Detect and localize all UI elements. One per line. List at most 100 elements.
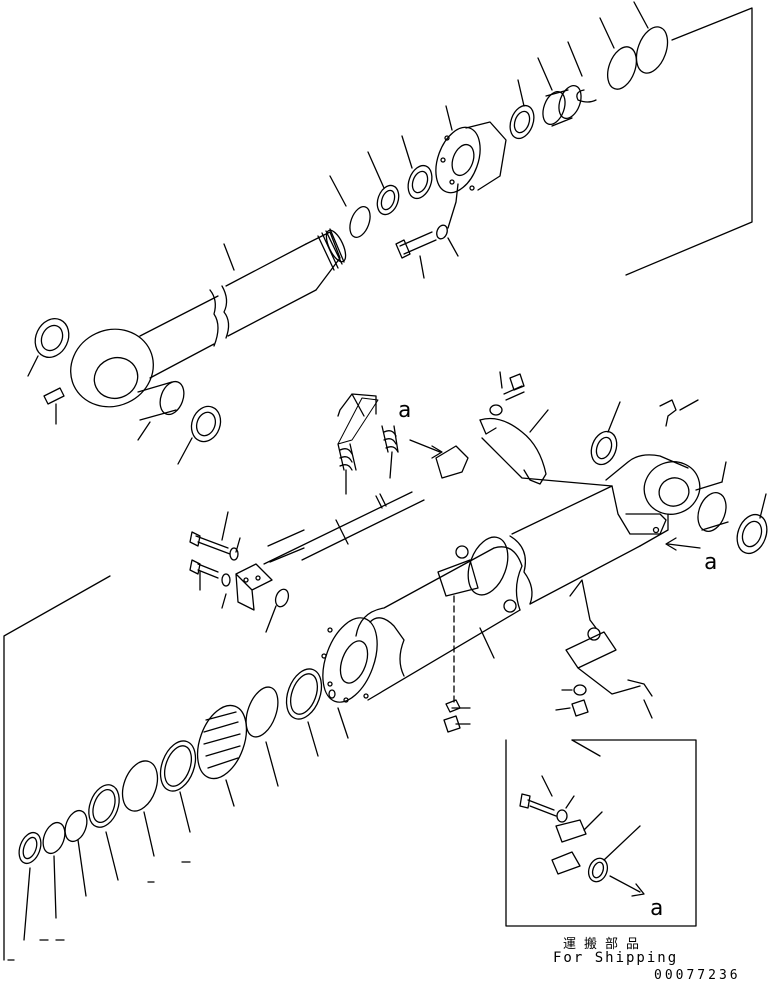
flange-hole-5: [363, 693, 369, 699]
shipping-box-frame: [505, 739, 697, 927]
rod-thread-end: [325, 229, 347, 263]
cyl-arrow-shaft: [667, 543, 701, 549]
ring-c-inner: [513, 110, 531, 134]
tube-mount-side: [639, 513, 669, 547]
eye-seal-right: [190, 405, 222, 443]
eye-bushing-body: [137, 381, 177, 421]
flange-washer-1: [229, 547, 239, 561]
tube-break-left: [493, 546, 523, 611]
o-ring-small: [274, 588, 290, 608]
head-washer: [436, 224, 448, 240]
lower-washer: [445, 699, 461, 713]
bracket-bolt-bottom: [503, 599, 517, 613]
hose-flange-block: [235, 563, 273, 611]
drawing-code: 00077236: [654, 968, 741, 983]
long-hose: [263, 491, 425, 565]
head-bolt-guide: [447, 183, 459, 229]
lower-bracket-tab: [627, 679, 653, 697]
tube-mount-block: [611, 485, 667, 535]
head-bolt-hole-3: [449, 179, 455, 185]
flange-bolt-2-head: [189, 559, 201, 575]
cylinder-head-flange: [435, 126, 481, 194]
cyl-arrow-head: [665, 537, 677, 551]
kit-ring: [587, 857, 609, 883]
shipping-label-en: For Shipping: [553, 950, 679, 966]
rod-eye-bore: [93, 356, 139, 400]
hose-arrow-head: [431, 445, 443, 459]
bushing-front: [542, 91, 566, 125]
lower-bracket-washer: [573, 684, 587, 696]
head-bolt-hole-2: [440, 157, 446, 163]
rod-body-left: [139, 295, 219, 379]
piston-ring-a: [285, 668, 323, 720]
kit-bolt-head: [519, 793, 531, 809]
piston-rod-assembly: [27, 1, 753, 465]
eye-seal-left-inner: [40, 324, 64, 352]
tube-collar: [369, 617, 405, 677]
tube-mid-collar: [467, 536, 509, 596]
ring-e: [635, 26, 669, 74]
hose-bracket-lines: [337, 397, 379, 445]
tube-bushing: [697, 492, 727, 532]
grease-fitting: [43, 387, 65, 405]
ref-label-kit: a: [650, 896, 664, 921]
ring-g: [42, 821, 66, 855]
leader-lines-upper: [27, 1, 649, 465]
clamp-body: [479, 417, 547, 485]
ref-label-cylinder: a: [704, 550, 718, 575]
ring-f: [64, 809, 88, 843]
clamp-guide-line: [481, 437, 613, 487]
head-bolt-hole-4: [469, 185, 475, 191]
tube-seal-left: [590, 430, 618, 466]
kit-washer: [556, 809, 568, 823]
rod-eye: [70, 328, 154, 408]
bushing-back: [558, 85, 582, 119]
tube-bottom-eye-bore: [658, 477, 690, 507]
wear-ring-b: [88, 784, 120, 828]
wear-ring-a: [121, 760, 159, 812]
hose-route-lower: [569, 579, 597, 629]
elbow-fitting: [659, 399, 677, 427]
shipping-box-notch: [571, 739, 601, 757]
wear-ring-b-inner: [92, 789, 116, 823]
tube-bottom-eye: [643, 461, 701, 515]
flange-hole-3: [327, 681, 333, 687]
tube-seal-right-inner: [741, 520, 763, 548]
tube-seal-right: [736, 513, 768, 555]
cylinder-tube-assembly: [3, 371, 768, 961]
flange-block-hole-2: [255, 575, 261, 581]
small-dash-marks: [7, 861, 191, 961]
hose-crimp-b: [383, 430, 399, 453]
clamp-tab: [479, 419, 497, 435]
flange-washer-2: [221, 573, 231, 587]
shipping-label-jp: 運搬部品: [563, 937, 648, 952]
piston: [196, 704, 248, 780]
eye-bushing: [159, 380, 185, 416]
clamp-bolt-head: [509, 373, 525, 391]
tube-flange-bore: [339, 640, 369, 684]
flange-block-hole-1: [243, 577, 249, 583]
snap-ring: [349, 206, 371, 238]
ref-label-hose: a: [398, 398, 412, 423]
shipping-kit-box: [505, 739, 697, 927]
kit-bolt-shank: [527, 799, 557, 817]
clamp-washer: [489, 404, 503, 416]
ring-a-inner: [380, 189, 396, 211]
cylinder-head-body: [465, 121, 507, 191]
piston-seal-a: [159, 740, 197, 792]
flange-hole-1: [327, 627, 333, 633]
rod-break-right: [221, 285, 230, 339]
ring-b-inner: [411, 170, 429, 194]
flange-bolt-1-head: [189, 531, 201, 547]
ring-h: [18, 831, 42, 865]
ring-c: [509, 104, 535, 140]
ring-a: [376, 184, 400, 216]
hose-end-block: [435, 445, 469, 479]
hose-arrow-shaft: [409, 439, 441, 453]
eye-seal-left: [34, 318, 70, 358]
piston-ring-a-inner: [289, 673, 319, 715]
hose-break-mark: [375, 493, 387, 509]
kit-ring-inner: [591, 861, 605, 879]
